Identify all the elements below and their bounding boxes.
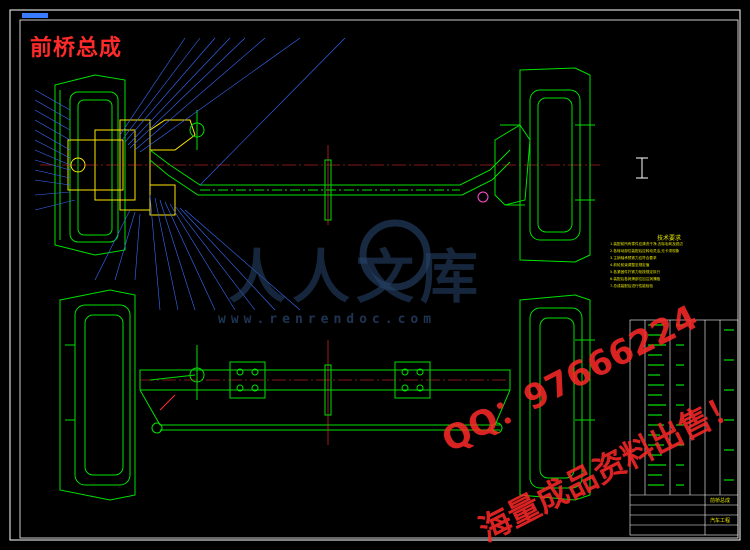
notes-title: 技术要求 — [657, 235, 682, 242]
watermark-logo — [359, 219, 431, 291]
note-line: 7.总成装配后进行性能检验 — [610, 284, 653, 288]
note-line: 5.各紧固件拧紧力矩按规定执行 — [610, 270, 661, 274]
inner-frame — [19, 19, 739, 539]
drawing-title: 前桥总成 — [30, 36, 123, 61]
title-block-name: 前桥总成 — [710, 498, 731, 504]
note-line: 4.前轮前束调整至规定值 — [610, 263, 650, 267]
watermark-url: www.renrendoc.com — [218, 312, 437, 327]
top-view — [59, 289, 595, 501]
watermark-text: 人人文库 — [228, 243, 485, 311]
bom-rows — [648, 324, 734, 486]
front-view — [40, 67, 648, 263]
drawing-id-tag — [22, 13, 48, 18]
outer-frame — [9, 9, 741, 541]
title-block — [629, 319, 739, 536]
note-line: 6.装配后各润滑部位加注润滑脂 — [610, 277, 661, 281]
note-line: 1.装配前所有零件应清洗干净,去除毛刺及锐边 — [610, 242, 683, 246]
note-line: 2.各转动部位装配后应转动灵活,无卡滞现象 — [610, 249, 680, 253]
note-line: 3.主销轴承预紧力应符合要求 — [610, 256, 657, 260]
title-block-org: 汽车工程 — [710, 518, 731, 524]
leader-lines — [34, 37, 346, 311]
